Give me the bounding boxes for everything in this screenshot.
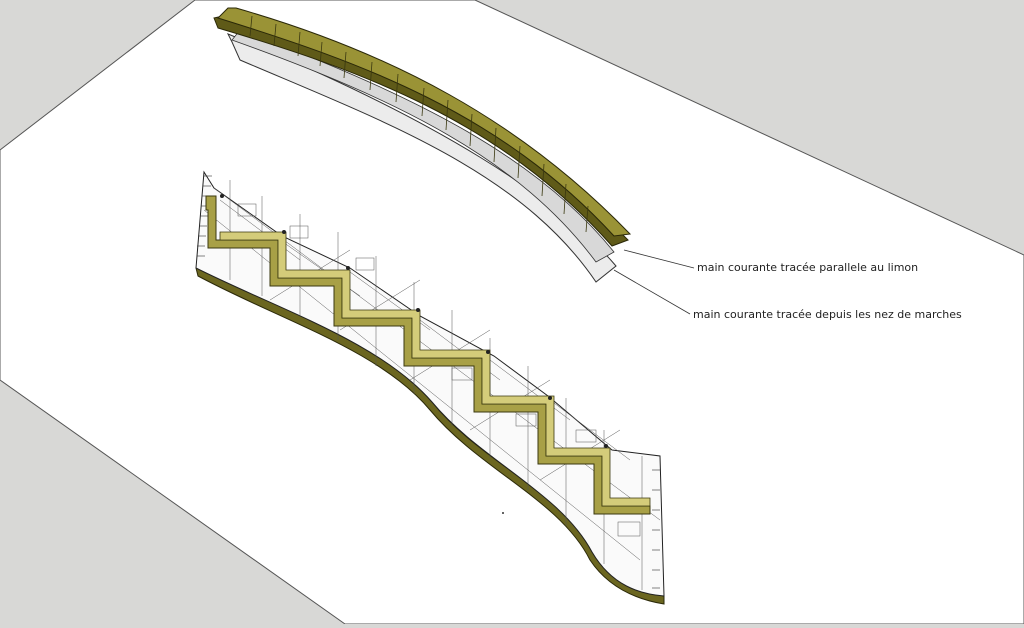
leader-line-2: [613, 269, 691, 315]
leader-line-1: [623, 249, 695, 269]
handrail-wood-top: [217, 7, 632, 237]
stair-step-inner: [218, 231, 651, 507]
annotation-parallel-handrail: main courante tracée parallele au limon: [697, 261, 919, 274]
handrail-grey-top: [231, 29, 615, 263]
handrail-grey-body: [226, 33, 617, 283]
stair-stringer: [195, 170, 665, 605]
annotation-nosing-handrail: main courante tracée depuis les nez de m…: [693, 308, 962, 321]
curved-handrail: [213, 7, 632, 283]
